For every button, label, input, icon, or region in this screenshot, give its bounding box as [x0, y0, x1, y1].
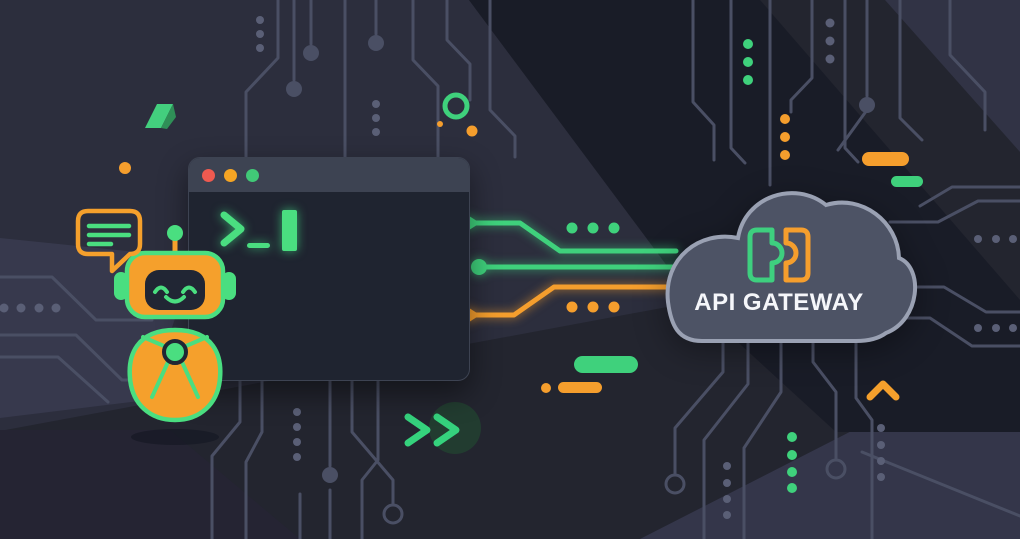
robot-mascot [114, 225, 236, 423]
chat-bubble-outline [75, 208, 143, 274]
gray-dot-columns [0, 16, 1017, 519]
prompt-chevron-icon [220, 211, 245, 247]
connector-circle [471, 259, 487, 275]
green-pill [891, 176, 923, 187]
orange-pill [862, 152, 909, 166]
robot-eye-left [153, 285, 169, 294]
double-chevron-icon [404, 413, 460, 447]
green-parallelogram [145, 104, 173, 128]
robot-smile [164, 295, 186, 304]
green-parallelogram-shadow [161, 104, 176, 129]
prompt-cursor-block [282, 210, 297, 251]
terminal-prompt-icon [220, 210, 297, 251]
accent-decorations [119, 39, 923, 493]
gateway-brackets-icon [747, 227, 811, 283]
caret-up-icon [866, 380, 900, 401]
robot-ear-right [222, 272, 236, 300]
circuit-nodes [286, 35, 875, 525]
gateway-bracket-right [783, 227, 811, 283]
cloud-shape [665, 191, 918, 343]
window-control-maximize [246, 168, 259, 182]
window-control-minimize [224, 168, 237, 182]
terminal-titlebar [189, 158, 469, 192]
robot-body-seams [141, 335, 209, 399]
green-pill [574, 356, 638, 373]
robot-ear-left [114, 272, 128, 300]
chat-bubble-text-lines [86, 223, 132, 247]
robot-shadow [131, 429, 219, 445]
robot-visor [145, 270, 205, 310]
robot-chest-button [162, 339, 188, 365]
gateway-bracket-left [747, 227, 785, 283]
api-gateway-label: API GATEWAY [694, 289, 864, 316]
prompt-underscore [247, 243, 270, 248]
window-control-close [202, 168, 215, 182]
green-ring-icon [442, 92, 470, 120]
orange-pill [558, 382, 602, 393]
chat-bubble-icon [75, 208, 143, 274]
robot-eye-right [181, 285, 197, 294]
robot-antenna-ball [167, 225, 183, 241]
